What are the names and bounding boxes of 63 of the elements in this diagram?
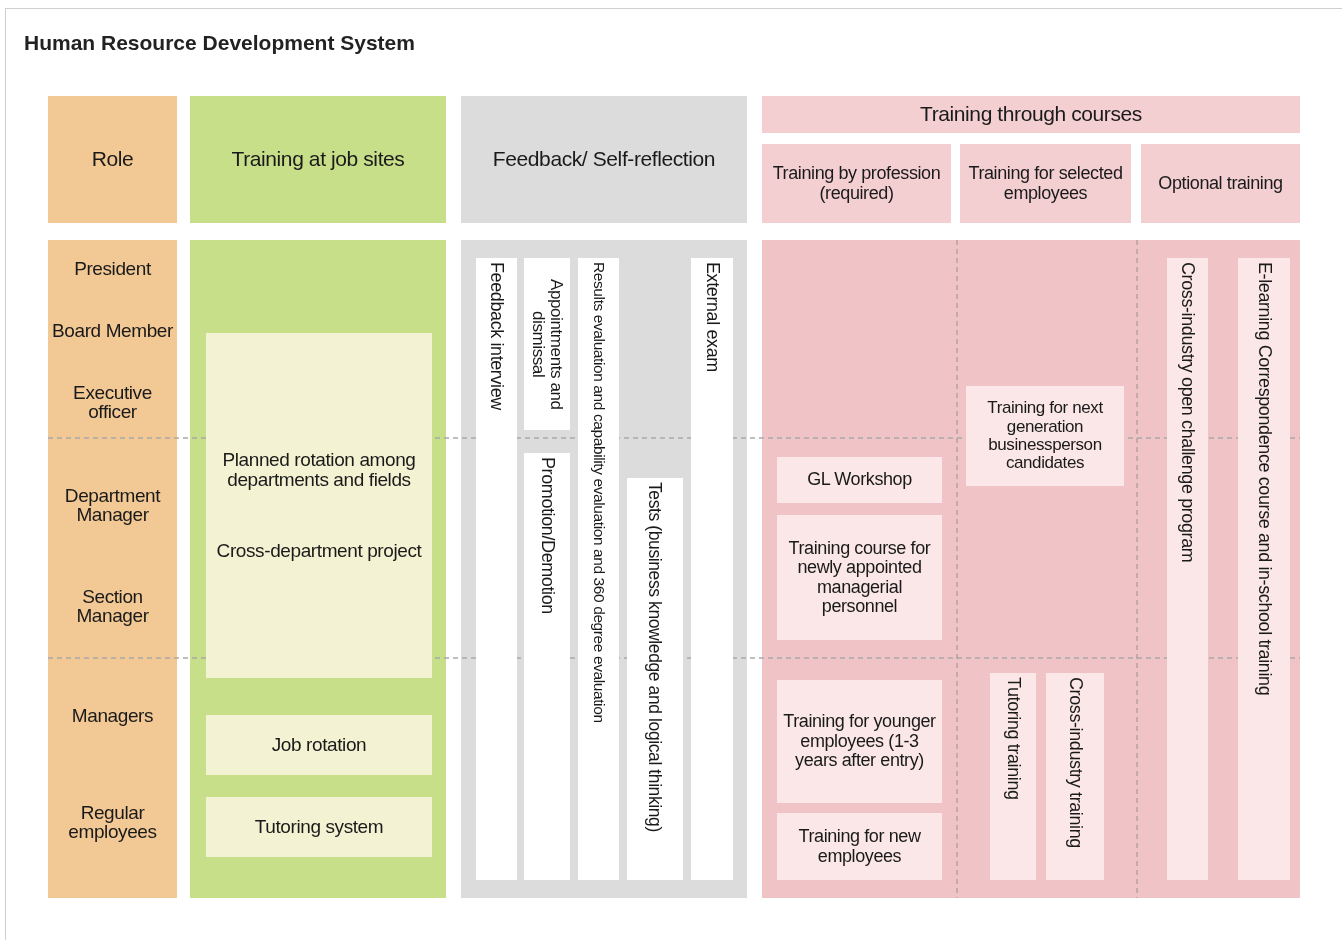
- sub-header: [762, 144, 951, 223]
- column-band-band: [190, 240, 446, 898]
- course-box: [777, 680, 942, 803]
- vertical-text-box: [990, 673, 1036, 880]
- box-label: Optional training: [1157, 173, 1284, 194]
- box-label: Tutoring system: [253, 816, 385, 838]
- column-header: [762, 96, 1300, 133]
- training-box: [206, 333, 432, 678]
- box-label: Training through courses: [919, 103, 1143, 126]
- role-label: Section Manager: [75, 587, 150, 625]
- vertical-text-box: [524, 453, 570, 880]
- vertical-text-box: [627, 478, 683, 880]
- course-box: [777, 457, 942, 503]
- vertical-label: Promotion/Demotion: [537, 456, 557, 616]
- vertical-text-box: [1238, 258, 1290, 880]
- box-label: Role: [90, 148, 135, 171]
- role-label: President: [73, 258, 152, 278]
- vertical-text-box: [691, 258, 733, 880]
- vertical-text-box: [476, 258, 517, 880]
- role-label: Board Member: [51, 320, 174, 340]
- box-label: Planned rotation among departments and fields: [221, 449, 417, 491]
- course-box: [777, 813, 942, 880]
- vertical-label: Cross-industry open challenge program: [1177, 261, 1198, 565]
- training-box: [206, 797, 432, 857]
- box-label: Training for selected employees: [967, 164, 1124, 203]
- box-label: Training for next generation businessperson candidates: [986, 399, 1104, 473]
- column-header: [48, 96, 177, 223]
- column-band-band: [762, 240, 1300, 898]
- box-label: Cross-department project: [215, 540, 423, 562]
- vertical-label: Tutoring training: [1003, 676, 1023, 802]
- vertical-text-box: [524, 258, 570, 430]
- role-band: [48, 240, 177, 898]
- box-label: Training at job sites: [230, 148, 406, 171]
- vertical-label: Cross-industry training: [1065, 676, 1085, 850]
- vertical-label: Tests (business knowledge and logical thinking): [645, 481, 665, 834]
- vertical-label: Feedback interview: [486, 261, 507, 412]
- diagram-title: Human Resource Development System: [24, 31, 415, 55]
- box-label: Job rotation: [270, 734, 368, 756]
- column-header: [190, 96, 446, 223]
- role-label: Department Manager: [63, 486, 162, 524]
- vertical-label: E-learning Correspondence course and in-school training: [1254, 261, 1274, 698]
- sub-header: [1141, 144, 1300, 223]
- vertical-text-box: [1167, 258, 1208, 880]
- vertical-text-box: [578, 258, 619, 880]
- box-label: Training for new employees: [797, 827, 922, 866]
- box-label: Feedback/ Self-reflection: [491, 148, 717, 171]
- vertical-label: Appointments and dismissal: [528, 277, 566, 412]
- course-box: [777, 515, 942, 640]
- role-label: Managers: [70, 705, 155, 725]
- vertical-label: Results evaluation and capability evaluation and 360 degree evaluation: [590, 261, 607, 725]
- vertical-text-box: [1046, 673, 1104, 880]
- column-band-band: [461, 240, 747, 898]
- role-label: Executive officer: [72, 383, 153, 421]
- column-header: [461, 96, 747, 223]
- box-label: Training course for newly appointed managerial personnel: [787, 538, 932, 617]
- sub-header: [960, 144, 1131, 223]
- course-box: [966, 386, 1124, 486]
- training-box: [206, 715, 432, 775]
- vertical-label: External exam: [702, 261, 722, 374]
- role-label: Regular employees: [67, 803, 158, 841]
- box-label: Training by profession (required): [771, 164, 942, 203]
- box-label: GL Workshop: [806, 470, 913, 490]
- box-label: Training for younger employees (1-3 years after entry): [782, 712, 937, 771]
